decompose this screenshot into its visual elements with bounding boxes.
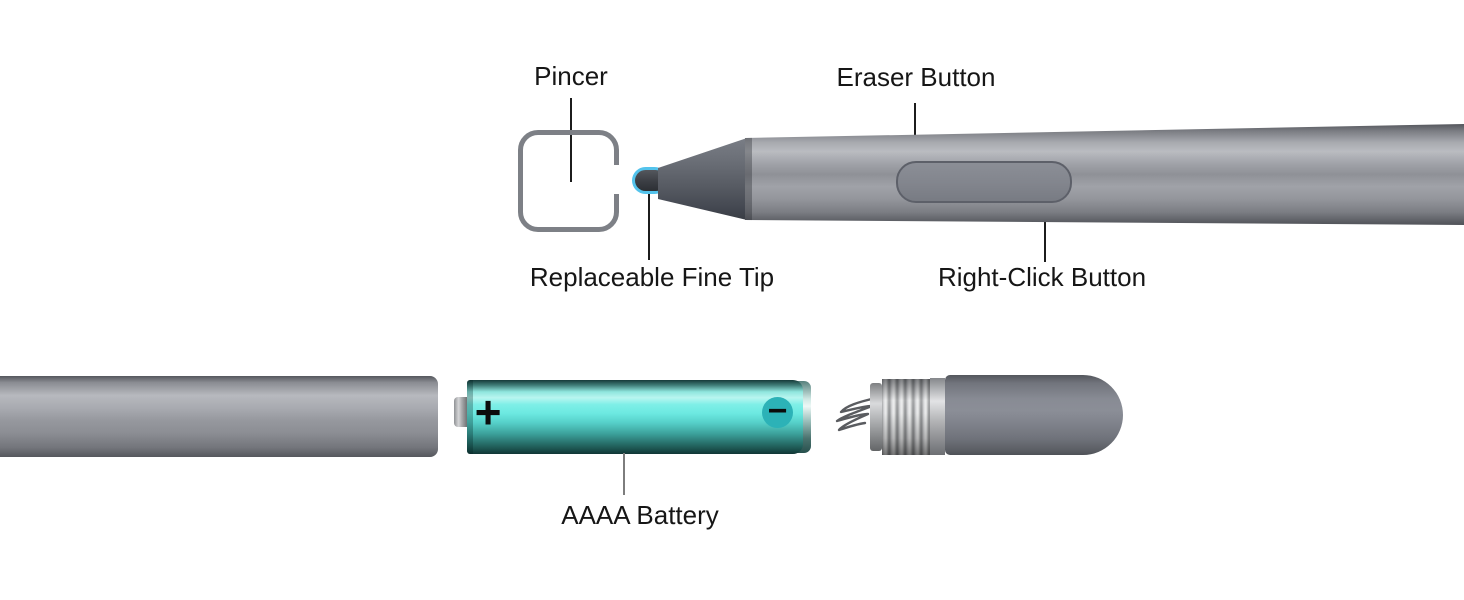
replaceable-fine-tip-label: Replaceable Fine Tip xyxy=(529,262,775,292)
eraser-button-label: Eraser Button xyxy=(836,62,996,92)
pen-rear-barrel xyxy=(0,376,438,457)
cap-thread-collar-left xyxy=(870,383,882,451)
pincer-frame-notch xyxy=(609,165,625,194)
pincer-frame-icon xyxy=(518,130,619,232)
battery-positive-terminal xyxy=(454,397,467,427)
eraser-and-right-click-button xyxy=(896,161,1072,203)
pen-body xyxy=(745,124,1464,225)
cap-thread-ridges xyxy=(882,379,930,455)
right-click-button-label: Right-Click Button xyxy=(937,262,1147,292)
right-click-button-callout-line xyxy=(1044,186,1046,262)
pen-nose-cone xyxy=(658,138,747,220)
aaaa-battery-label: AAAA Battery xyxy=(561,500,719,530)
aaaa-battery xyxy=(467,380,803,454)
cap-thread-collar-right xyxy=(930,378,945,455)
battery-plus-symbol: + xyxy=(474,386,502,438)
battery-callout-line xyxy=(623,453,625,495)
replaceable-fine-tip-callout-line xyxy=(648,192,650,260)
pen-end-cap xyxy=(945,375,1123,455)
pincer-callout-line xyxy=(570,98,572,182)
battery-minus-badge: − xyxy=(762,394,793,428)
pincer-label: Pincer xyxy=(534,61,608,91)
battery-spring-icon xyxy=(828,388,880,440)
